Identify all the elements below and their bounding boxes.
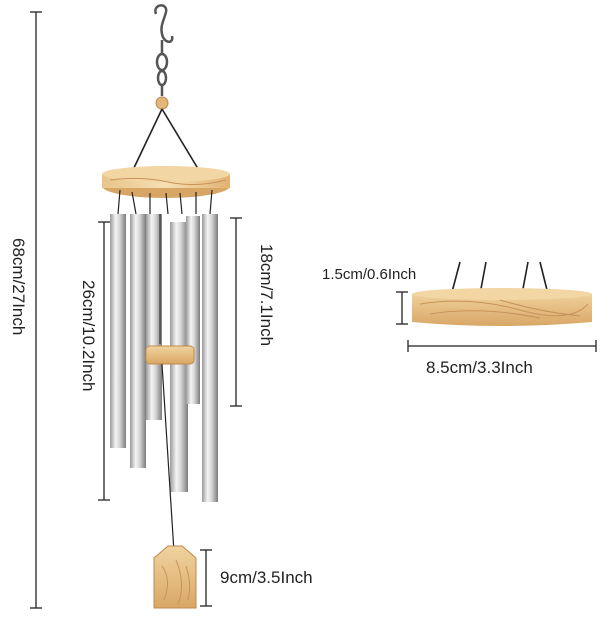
long-tube-dimension bbox=[98, 221, 110, 501]
top-wood-ring bbox=[102, 166, 230, 198]
wind-catcher-label: 9cm/3.5Inch bbox=[220, 568, 313, 587]
tube-1 bbox=[110, 214, 126, 448]
base-diameter-label: 8.5cm/3.3Inch bbox=[426, 358, 533, 377]
base-thickness-dimension bbox=[396, 291, 408, 325]
base-diameter-dimension bbox=[407, 340, 597, 352]
total-length-label: 68cm/27Inch bbox=[9, 238, 28, 336]
catcher-string bbox=[161, 363, 175, 553]
short-tube-label: 18cm/7.1Inch bbox=[257, 244, 276, 347]
tube-strings bbox=[117, 189, 213, 215]
hanging-strings bbox=[131, 108, 201, 173]
total-length-dimension bbox=[30, 11, 42, 609]
striker bbox=[145, 214, 195, 365]
bead bbox=[155, 96, 169, 110]
base-thickness-label: 1.5cm/0.6Inch bbox=[322, 266, 417, 283]
wind-catcher-dimension bbox=[200, 549, 212, 607]
chime-tubes bbox=[110, 214, 218, 502]
tube-5 bbox=[186, 216, 200, 404]
s-hook-icon bbox=[154, 4, 174, 96]
wind-catcher bbox=[153, 545, 197, 609]
long-tube-label: 26cm/10.2Inch bbox=[79, 280, 98, 392]
base-detail bbox=[412, 261, 592, 326]
tube-6 bbox=[202, 214, 218, 502]
short-tube-dimension bbox=[230, 217, 242, 407]
tube-3 bbox=[146, 214, 162, 420]
tube-2 bbox=[130, 214, 146, 468]
